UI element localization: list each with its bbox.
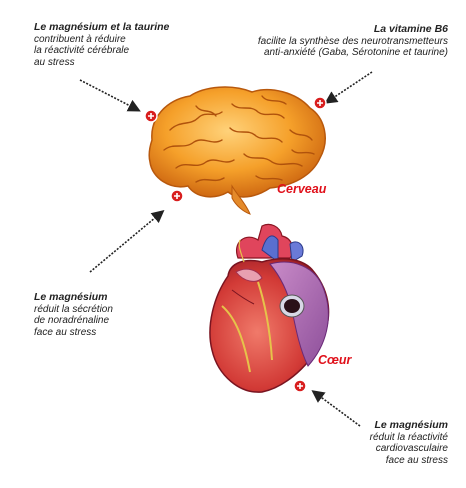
annotation-title: Le magnésium: [374, 419, 448, 431]
annotation-line: la réactivité cérébrale: [34, 45, 130, 56]
arrow-icon: [79, 79, 141, 112]
plus-marker-icon: [293, 379, 307, 393]
annotation-line: face au stress: [34, 326, 97, 338]
annotation-line: au stress: [34, 56, 75, 68]
brain-illustration: [148, 86, 326, 215]
arrow-icon: [324, 71, 373, 104]
annotation-middle-left: Le magnésium réduit la sécrétion de nora…: [34, 291, 184, 338]
annotation-line: cardiovasculaire: [375, 443, 448, 454]
arrow-icon: [89, 209, 165, 273]
annotation-title: La vitamine B6: [373, 23, 448, 35]
annotation-line: réduit la réactivité: [369, 431, 448, 443]
plus-marker-icon: [144, 109, 158, 123]
heart-illustration: [209, 223, 330, 393]
arrow-icon: [311, 390, 361, 427]
brain-label: Cerveau: [277, 182, 327, 196]
annotation-title: Le magnésium et la taurine: [34, 21, 170, 33]
annotation-line: contribuent à réduire: [34, 33, 126, 45]
heart-label: Cœur: [318, 353, 352, 367]
annotation-bottom-right: Le magnésium réduit la réactivité cardio…: [300, 419, 448, 466]
plus-marker-icon: [170, 189, 184, 203]
annotation-line: réduit la sécrétion: [34, 303, 113, 315]
annotation-line: anti-anxiété (Gaba, Sérotonine et taurin…: [264, 47, 448, 58]
annotation-line: face au stress: [385, 454, 448, 466]
arrows: [79, 71, 373, 427]
plus-marker-icon: [313, 96, 327, 110]
annotation-top-left: Le magnésium et la taurine contribuent à…: [34, 21, 204, 68]
annotation-line: facilite la synthèse des neurotransmette…: [257, 35, 448, 47]
annotation-top-right: La vitamine B6 facilite la synthèse des …: [212, 23, 448, 59]
plus-markers: [144, 96, 327, 393]
annotation-title: Le magnésium: [34, 291, 108, 303]
annotation-line: de noradrénaline: [34, 315, 110, 326]
